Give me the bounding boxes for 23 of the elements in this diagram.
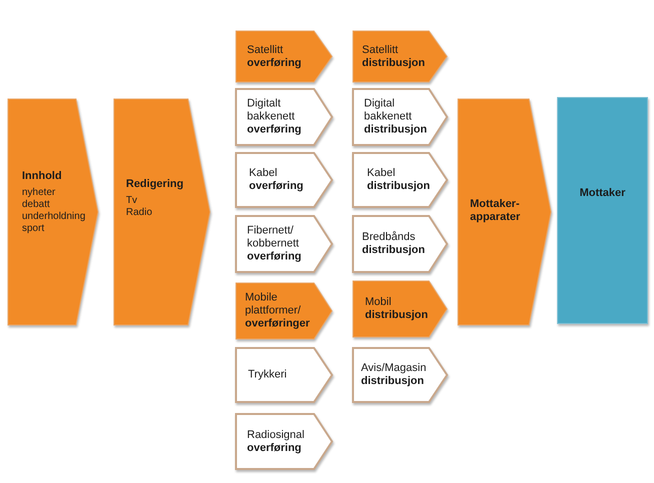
- step-label: Radiosignal overføring: [247, 428, 306, 454]
- step-label: Mottaker- apparater: [470, 198, 522, 224]
- step-heading: Innhold: [22, 170, 62, 183]
- list-item: debatt: [22, 199, 50, 211]
- step-label: Digitalt bakkenett overføring: [247, 98, 302, 136]
- step-label: Fibernett/ kobbernett overføring: [247, 224, 302, 264]
- step-label: Mobil distribusjon: [365, 296, 429, 322]
- step-label: Bredbånds distribusjon: [362, 231, 426, 257]
- list-item: Tv: [126, 195, 138, 207]
- step-heading: Redigering: [126, 178, 184, 191]
- step-label: Satellitt overføring: [247, 44, 302, 70]
- step-label: Mottaker: [580, 187, 626, 200]
- step-label: Trykkeri: [248, 368, 287, 382]
- step-label: Mobile plattformer/ overføringer: [245, 292, 311, 330]
- step-label: Kabel distribusjon: [367, 167, 431, 193]
- step-label: Avis/Magasin distribusjon: [361, 362, 428, 388]
- list-item: underholdning: [22, 211, 86, 223]
- step-label: Kabel overføring: [249, 167, 304, 193]
- list-item: sport: [22, 223, 44, 235]
- list-item: nyheter: [22, 187, 56, 199]
- step-label: Digital bakkenett distribusjon: [364, 98, 428, 136]
- step-label: Satellitt distribusjon: [362, 44, 426, 70]
- list-item: Radio: [126, 207, 152, 219]
